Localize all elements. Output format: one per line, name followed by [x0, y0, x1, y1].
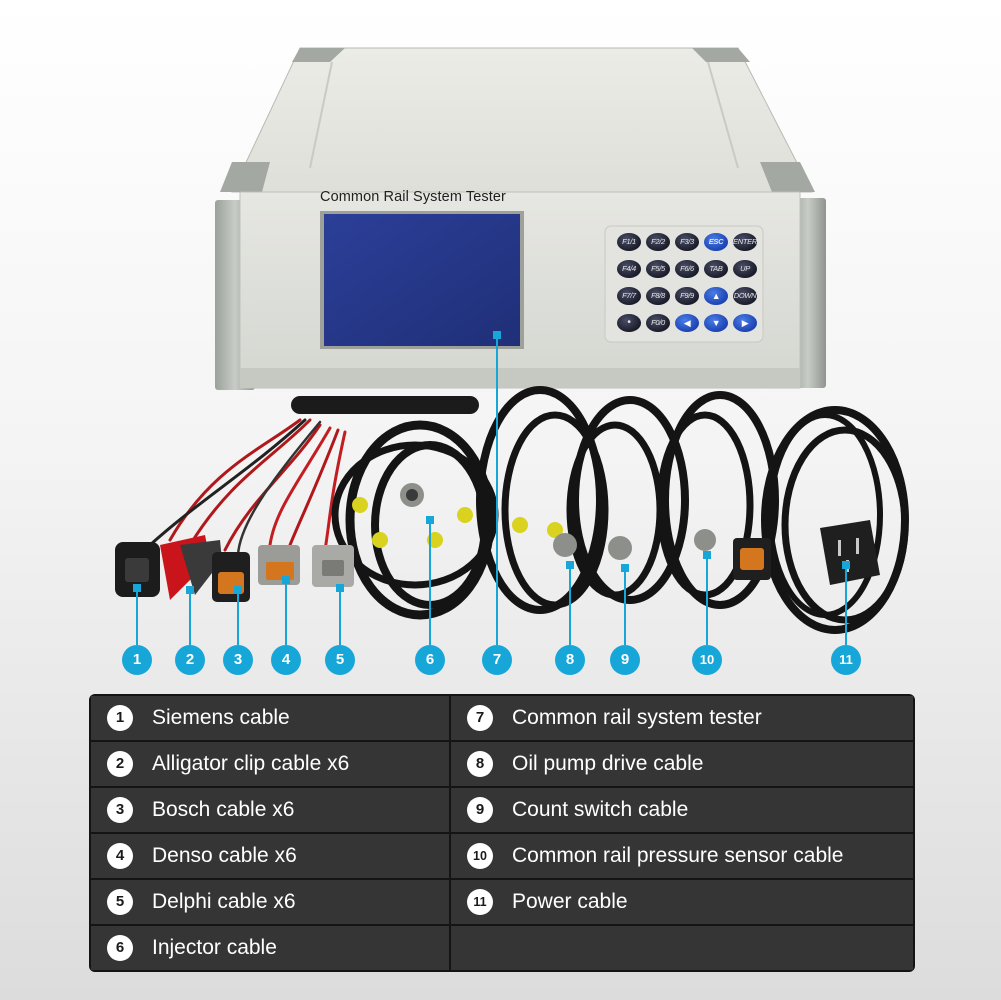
key-f6[interactable]: F6/6 [675, 260, 699, 278]
legend-row: 11 Power cable [451, 880, 913, 924]
key-f7[interactable]: F7/7 [617, 287, 641, 305]
callout-lines [136, 335, 847, 645]
marker-number: 7 [482, 645, 512, 675]
legend-row-empty [451, 926, 913, 970]
legend-label: Alligator clip cable x6 [152, 752, 350, 775]
key-f1[interactable]: F1/1 [617, 233, 641, 251]
key-f4[interactable]: F4/4 [617, 260, 641, 278]
key-arrow-right-icon[interactable]: ▶ [733, 314, 757, 332]
legend-number: 9 [467, 797, 493, 823]
legend-label: Injector cable [152, 936, 277, 959]
marker-number: 5 [325, 645, 355, 675]
key-f3[interactable]: F3/3 [675, 233, 699, 251]
legend-row: 9 Count switch cable [451, 788, 913, 832]
key-f8[interactable]: F8/8 [646, 287, 670, 305]
legend-row: 2 Alligator clip cable x6 [91, 742, 449, 786]
marker-1: 1 [122, 645, 152, 675]
product-illustration [115, 47, 909, 645]
legend-label: Count switch cable [512, 798, 689, 821]
legend-row: 3 Bosch cable x6 [91, 788, 449, 832]
marker-9: 9 [610, 645, 640, 675]
legend-label: Siemens cable [152, 706, 290, 729]
legend-row: 10 Common rail pressure sensor cable [451, 834, 913, 878]
product-photo: Common Rail System Tester F1/1 F2/2 F3/3… [115, 47, 909, 675]
marker-11: 11 [831, 645, 861, 675]
key-up[interactable]: UP [733, 260, 757, 278]
marker-number: 3 [223, 645, 253, 675]
marker-number: 6 [415, 645, 445, 675]
cable-bundle [148, 386, 909, 634]
legend-number: 11 [467, 889, 493, 915]
marker-5: 5 [325, 645, 355, 675]
legend-number: 8 [467, 751, 493, 777]
legend-label: Bosch cable x6 [152, 798, 295, 821]
key-enter[interactable]: ENTER [733, 233, 757, 251]
key-f2[interactable]: F2/2 [646, 233, 670, 251]
key-arrow-left-icon[interactable]: ◀ [675, 314, 699, 332]
callout-dots [133, 331, 850, 594]
legend-label: Delphi cable x6 [152, 890, 296, 913]
marker-number: 2 [175, 645, 205, 675]
lcd-screen [324, 214, 520, 346]
device-title: Common Rail System Tester [320, 189, 506, 205]
legend-number: 3 [107, 797, 133, 823]
legend-number: 1 [107, 705, 133, 731]
legend-label: Common rail pressure sensor cable [512, 844, 844, 867]
legend-row: 6 Injector cable [91, 926, 449, 970]
legend-number: 4 [107, 843, 133, 869]
legend-row: 1 Siemens cable [91, 696, 449, 740]
key-esc[interactable]: ESC [704, 233, 728, 251]
key-f5[interactable]: F5/5 [646, 260, 670, 278]
marker-number: 10 [692, 645, 722, 675]
legend-label: Denso cable x6 [152, 844, 297, 867]
legend-number: 5 [107, 889, 133, 915]
legend-row: 8 Oil pump drive cable [451, 742, 913, 786]
legend-row: 7 Common rail system tester [451, 696, 913, 740]
legend-number: 2 [107, 751, 133, 777]
key-arrow-down-icon[interactable]: ▼ [704, 314, 728, 332]
key-f9[interactable]: F9/9 [675, 287, 699, 305]
keypad-panel [604, 225, 764, 343]
marker-number: 1 [122, 645, 152, 675]
marker-3: 3 [223, 645, 253, 675]
marker-10: 10 [692, 645, 722, 675]
marker-2: 2 [175, 645, 205, 675]
key-arrow-up-icon[interactable]: ▲ [704, 287, 728, 305]
legend-label: Power cable [512, 890, 628, 913]
legend-number: 7 [467, 705, 493, 731]
legend-number: 10 [467, 843, 493, 869]
marker-number: 8 [555, 645, 585, 675]
legend-label: Common rail system tester [512, 706, 762, 729]
key-dot[interactable]: • [617, 314, 641, 332]
marker-number: 9 [610, 645, 640, 675]
key-tab[interactable]: TAB [704, 260, 728, 278]
legend-row: 4 Denso cable x6 [91, 834, 449, 878]
marker-6: 6 [415, 645, 445, 675]
legend-number: 6 [107, 935, 133, 961]
key-down[interactable]: DOWN [733, 287, 757, 305]
marker-4: 4 [271, 645, 301, 675]
legend-label: Oil pump drive cable [512, 752, 704, 775]
key-f0[interactable]: F0/0 [646, 314, 670, 332]
marker-8: 8 [555, 645, 585, 675]
legend-row: 5 Delphi cable x6 [91, 880, 449, 924]
legend-table: 1 Siemens cable 2 Alligator clip cable x… [89, 694, 915, 972]
marker-number: 4 [271, 645, 301, 675]
marker-number: 11 [831, 645, 861, 675]
marker-7: 7 [482, 645, 512, 675]
